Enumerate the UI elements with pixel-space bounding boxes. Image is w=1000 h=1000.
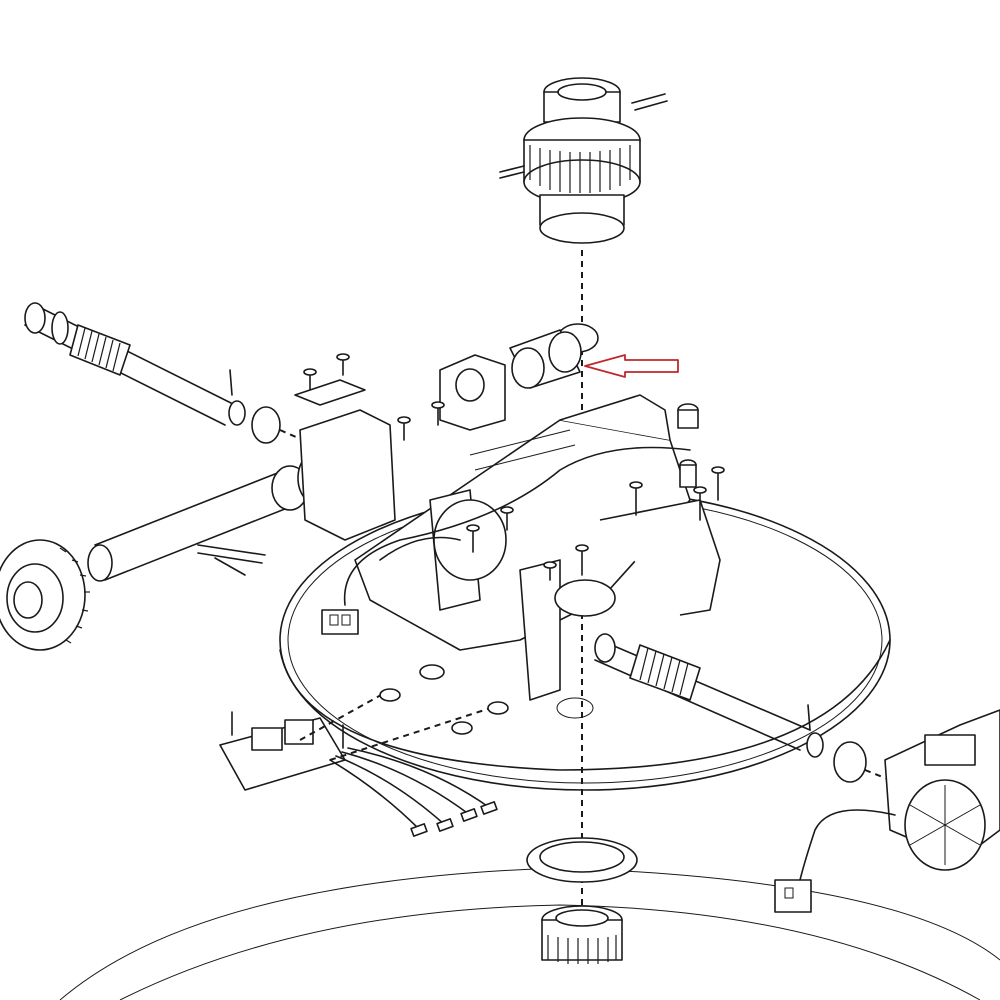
top-gear-assembly [499, 77, 668, 244]
red-arrow-indicator [584, 354, 679, 378]
right-worm-shaft [594, 633, 896, 783]
bottom-gear [541, 905, 623, 964]
right-motor [774, 709, 1000, 913]
central-housing [299, 354, 721, 701]
bushing-part [509, 323, 599, 389]
circuit-board [219, 689, 501, 837]
screw-set [294, 353, 725, 581]
lower-bearing-ring [526, 837, 638, 883]
wire-harness-left [321, 446, 691, 635]
lower-plate [59, 867, 1000, 1000]
left-worm-shaft [24, 302, 331, 453]
base-posts [379, 664, 594, 735]
left-gear [0, 539, 90, 651]
